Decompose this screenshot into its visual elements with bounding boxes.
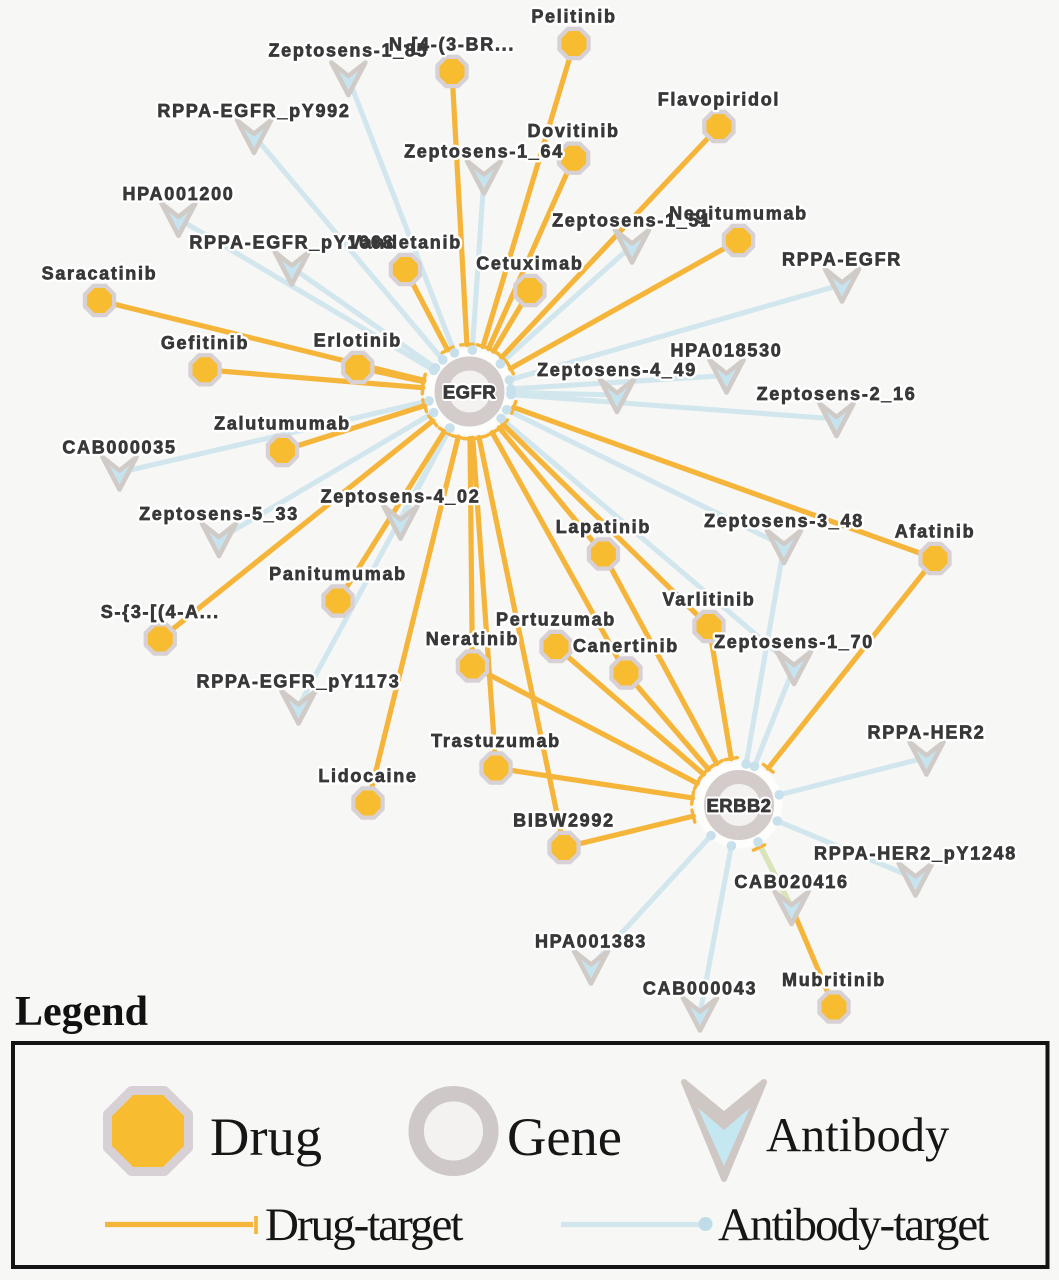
svg-text:Zalutumumab: Zalutumumab xyxy=(214,414,351,434)
svg-text:Flavopiridol: Flavopiridol xyxy=(658,90,780,110)
svg-text:Zalutumumab: Zalutumumab xyxy=(214,414,351,434)
svg-text:Flavopiridol: Flavopiridol xyxy=(658,90,780,110)
svg-text:Dovitinib: Dovitinib xyxy=(527,121,619,141)
svg-text:Zeptosens-4_02: Zeptosens-4_02 xyxy=(321,487,481,507)
svg-text:CAB020416: CAB020416 xyxy=(734,872,848,892)
svg-text:Afatinib: Afatinib xyxy=(895,522,976,542)
svg-text:Lidocaine: Lidocaine xyxy=(318,766,417,786)
svg-text:N-[4-(3-BR...: N-[4-(3-BR... xyxy=(389,35,515,55)
svg-text:Lapatinib: Lapatinib xyxy=(556,517,651,537)
svg-text:Zeptosens-1_70: Zeptosens-1_70 xyxy=(714,632,874,652)
svg-text:CAB020416: CAB020416 xyxy=(734,872,848,892)
svg-text:Gefitinib: Gefitinib xyxy=(161,333,249,353)
svg-text:Erlotinib: Erlotinib xyxy=(314,331,402,351)
svg-text:Neratinib: Neratinib xyxy=(426,629,519,649)
svg-text:Pelitinib: Pelitinib xyxy=(531,7,616,27)
svg-text:Zeptosens-1_70: Zeptosens-1_70 xyxy=(714,632,874,652)
svg-text:Pertuzumab: Pertuzumab xyxy=(496,610,616,630)
svg-text:N-[4-(3-BR...: N-[4-(3-BR... xyxy=(389,35,515,55)
svg-text:Gefitinib: Gefitinib xyxy=(161,333,249,353)
svg-text:Trastuzumab: Trastuzumab xyxy=(431,731,561,751)
svg-text:Zeptosens-4_49: Zeptosens-4_49 xyxy=(537,360,697,380)
svg-text:Saracatinib: Saracatinib xyxy=(42,264,158,284)
svg-text:RPPA-HER2_pY1248: RPPA-HER2_pY1248 xyxy=(814,844,1017,864)
svg-text:Canertinib: Canertinib xyxy=(573,636,679,656)
svg-text:RPPA-EGFR_pY992: RPPA-EGFR_pY992 xyxy=(157,101,350,121)
svg-text:Zeptosens-1_85: Zeptosens-1_85 xyxy=(268,41,428,61)
svg-text:Lidocaine: Lidocaine xyxy=(318,766,417,786)
svg-text:ERBB2: ERBB2 xyxy=(707,796,771,816)
svg-text:Mubritinib: Mubritinib xyxy=(782,970,886,990)
svg-text:Erlotinib: Erlotinib xyxy=(314,331,402,351)
svg-text:Zeptosens-3_48: Zeptosens-3_48 xyxy=(704,511,864,531)
svg-text:Varlitinib: Varlitinib xyxy=(662,590,755,610)
svg-text:RPPA-EGFR_pY1068: RPPA-EGFR_pY1068 xyxy=(189,233,394,253)
svg-text:Zeptosens-1_51: Zeptosens-1_51 xyxy=(552,211,712,231)
svg-text:Cetuximab: Cetuximab xyxy=(476,254,583,274)
svg-text:Pelitinib: Pelitinib xyxy=(531,7,616,27)
svg-text:Cetuximab: Cetuximab xyxy=(476,254,583,274)
svg-text:Varlitinib: Varlitinib xyxy=(662,590,755,610)
svg-text:Antibody-target: Antibody-target xyxy=(718,1199,989,1251)
svg-text:Lapatinib: Lapatinib xyxy=(556,517,651,537)
svg-text:CAB000035: CAB000035 xyxy=(62,438,176,458)
svg-text:Panitumumab: Panitumumab xyxy=(269,564,407,584)
svg-text:Zeptosens-4_49: Zeptosens-4_49 xyxy=(537,360,697,380)
svg-text:Zeptosens-1_85: Zeptosens-1_85 xyxy=(268,41,428,61)
svg-text:Saracatinib: Saracatinib xyxy=(42,264,158,284)
svg-text:RPPA-HER2: RPPA-HER2 xyxy=(868,723,986,743)
svg-text:Zeptosens-1_64: Zeptosens-1_64 xyxy=(404,142,564,162)
svg-text:BIBW2992: BIBW2992 xyxy=(513,811,615,831)
svg-text:HPA018530: HPA018530 xyxy=(670,341,782,361)
svg-text:Zeptosens-1_64: Zeptosens-1_64 xyxy=(404,142,564,162)
svg-text:CAB000043: CAB000043 xyxy=(643,979,757,999)
svg-text:RPPA-EGFR_pY992: RPPA-EGFR_pY992 xyxy=(157,101,350,121)
svg-text:Negitumumab: Negitumumab xyxy=(669,204,808,224)
svg-text:Panitumumab: Panitumumab xyxy=(269,564,407,584)
svg-text:HPA018530: HPA018530 xyxy=(670,341,782,361)
svg-text:ERBB2: ERBB2 xyxy=(706,795,771,816)
svg-text:HPA001200: HPA001200 xyxy=(122,184,234,204)
svg-text:Zeptosens-3_48: Zeptosens-3_48 xyxy=(704,511,864,531)
svg-text:Dovitinib: Dovitinib xyxy=(527,121,619,141)
svg-text:HPA001383: HPA001383 xyxy=(535,932,647,952)
svg-text:Drug: Drug xyxy=(210,1106,322,1167)
svg-text:RPPA-EGFR_pY1173: RPPA-EGFR_pY1173 xyxy=(197,672,401,692)
svg-text:Afatinib: Afatinib xyxy=(895,522,976,542)
svg-text:Zeptosens-1_51: Zeptosens-1_51 xyxy=(552,211,712,231)
svg-text:Zeptosens-5_33: Zeptosens-5_33 xyxy=(139,504,299,524)
svg-text:CAB000043: CAB000043 xyxy=(643,979,757,999)
svg-text:RPPA-HER2_pY1248: RPPA-HER2_pY1248 xyxy=(814,844,1017,864)
svg-text:Zeptosens-4_02: Zeptosens-4_02 xyxy=(321,487,481,507)
svg-text:Mubritinib: Mubritinib xyxy=(782,970,886,990)
svg-text:Gene: Gene xyxy=(507,1106,622,1167)
svg-text:Vandetanib: Vandetanib xyxy=(349,233,462,253)
svg-text:Pertuzumab: Pertuzumab xyxy=(496,610,616,630)
svg-text:Drug-target: Drug-target xyxy=(265,1199,463,1251)
svg-text:Zeptosens-5_33: Zeptosens-5_33 xyxy=(139,504,299,524)
svg-text:S-{3-[(4-A...: S-{3-[(4-A... xyxy=(101,602,220,622)
svg-text:RPPA-EGFR: RPPA-EGFR xyxy=(782,250,902,270)
svg-text:RPPA-EGFR: RPPA-EGFR xyxy=(782,250,902,270)
svg-text:Legend: Legend xyxy=(15,989,148,1035)
svg-text:RPPA-EGFR_pY1173: RPPA-EGFR_pY1173 xyxy=(197,672,401,692)
svg-text:BIBW2992: BIBW2992 xyxy=(513,811,615,831)
svg-text:RPPA-EGFR_pY1068: RPPA-EGFR_pY1068 xyxy=(189,233,394,253)
svg-text:Canertinib: Canertinib xyxy=(573,636,679,656)
svg-text:Zeptosens-2_16: Zeptosens-2_16 xyxy=(757,384,917,404)
svg-text:EGFR: EGFR xyxy=(443,383,495,403)
svg-text:CAB000035: CAB000035 xyxy=(62,438,176,458)
svg-text:HPA001383: HPA001383 xyxy=(535,932,647,952)
svg-text:Neratinib: Neratinib xyxy=(426,629,519,649)
svg-text:S-{3-[(4-A...: S-{3-[(4-A... xyxy=(101,602,220,622)
svg-text:RPPA-HER2: RPPA-HER2 xyxy=(868,723,986,743)
svg-text:EGFR: EGFR xyxy=(443,382,496,403)
svg-text:Trastuzumab: Trastuzumab xyxy=(431,731,561,751)
svg-text:HPA001200: HPA001200 xyxy=(122,184,234,204)
svg-text:Antibody: Antibody xyxy=(766,1109,950,1162)
svg-text:Zeptosens-2_16: Zeptosens-2_16 xyxy=(757,384,917,404)
svg-text:Negitumumab: Negitumumab xyxy=(669,204,808,224)
svg-text:Vandetanib: Vandetanib xyxy=(349,233,462,253)
